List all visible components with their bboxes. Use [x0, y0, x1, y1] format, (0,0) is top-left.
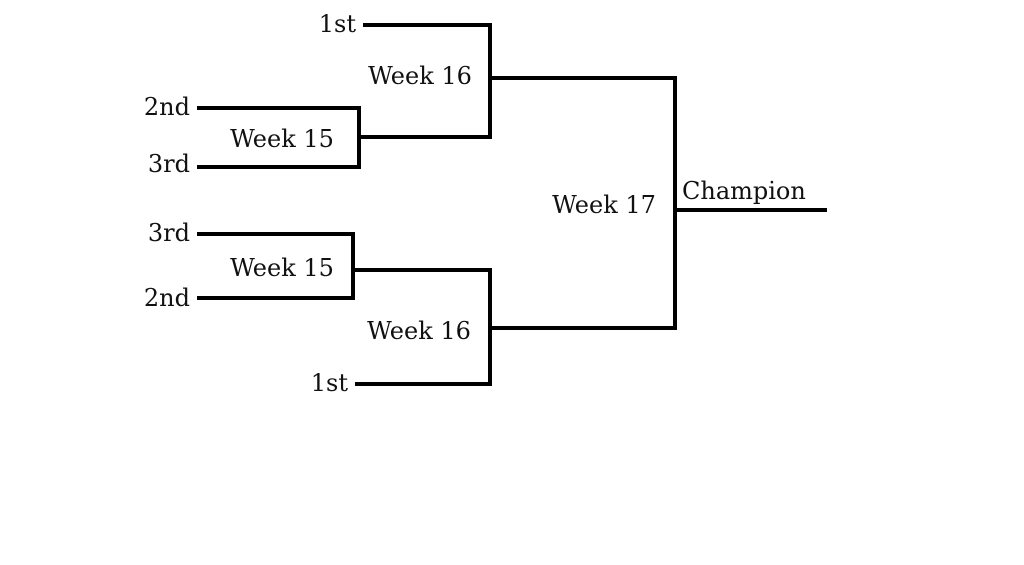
champion-label: Champion	[682, 177, 806, 205]
top-seed-upper-label: 2nd	[143, 93, 190, 121]
final-label: Week 17	[552, 191, 656, 219]
top-bye-seed-label: 1st	[318, 10, 356, 38]
champion-line	[677, 208, 827, 212]
bottom-quarterfinal-bracket-vertical	[351, 232, 355, 300]
bottom-semifinal-winner-line	[488, 326, 677, 330]
top-semifinal-winner-line	[488, 76, 677, 80]
bottom-semifinal-label: Week 16	[367, 317, 471, 345]
bottom-seed-upper-label: 3rd	[147, 219, 190, 247]
top-quarterfinal-winner-line	[357, 135, 492, 139]
bottom-bye-seed-line	[355, 382, 492, 386]
top-quarterfinal-label: Week 15	[230, 125, 334, 153]
top-semifinal-label: Week 16	[368, 62, 472, 90]
bottom-quarterfinal-seed-lower-line	[197, 296, 355, 300]
top-seed-lower-label: 3rd	[147, 150, 190, 178]
top-bye-seed-line	[363, 23, 492, 27]
top-semifinal-bracket-vertical	[488, 23, 492, 139]
bottom-seed-lower-label: 2nd	[143, 284, 190, 312]
bottom-bye-seed-label: 1st	[310, 369, 348, 397]
bottom-quarterfinal-seed-upper-line	[197, 232, 355, 236]
top-quarterfinal-seed-lower-line	[197, 165, 361, 169]
final-bracket-vertical	[673, 76, 677, 330]
bottom-quarterfinal-winner-line	[351, 268, 492, 272]
top-quarterfinal-seed-upper-line	[197, 106, 361, 110]
bottom-quarterfinal-label: Week 15	[230, 254, 334, 282]
